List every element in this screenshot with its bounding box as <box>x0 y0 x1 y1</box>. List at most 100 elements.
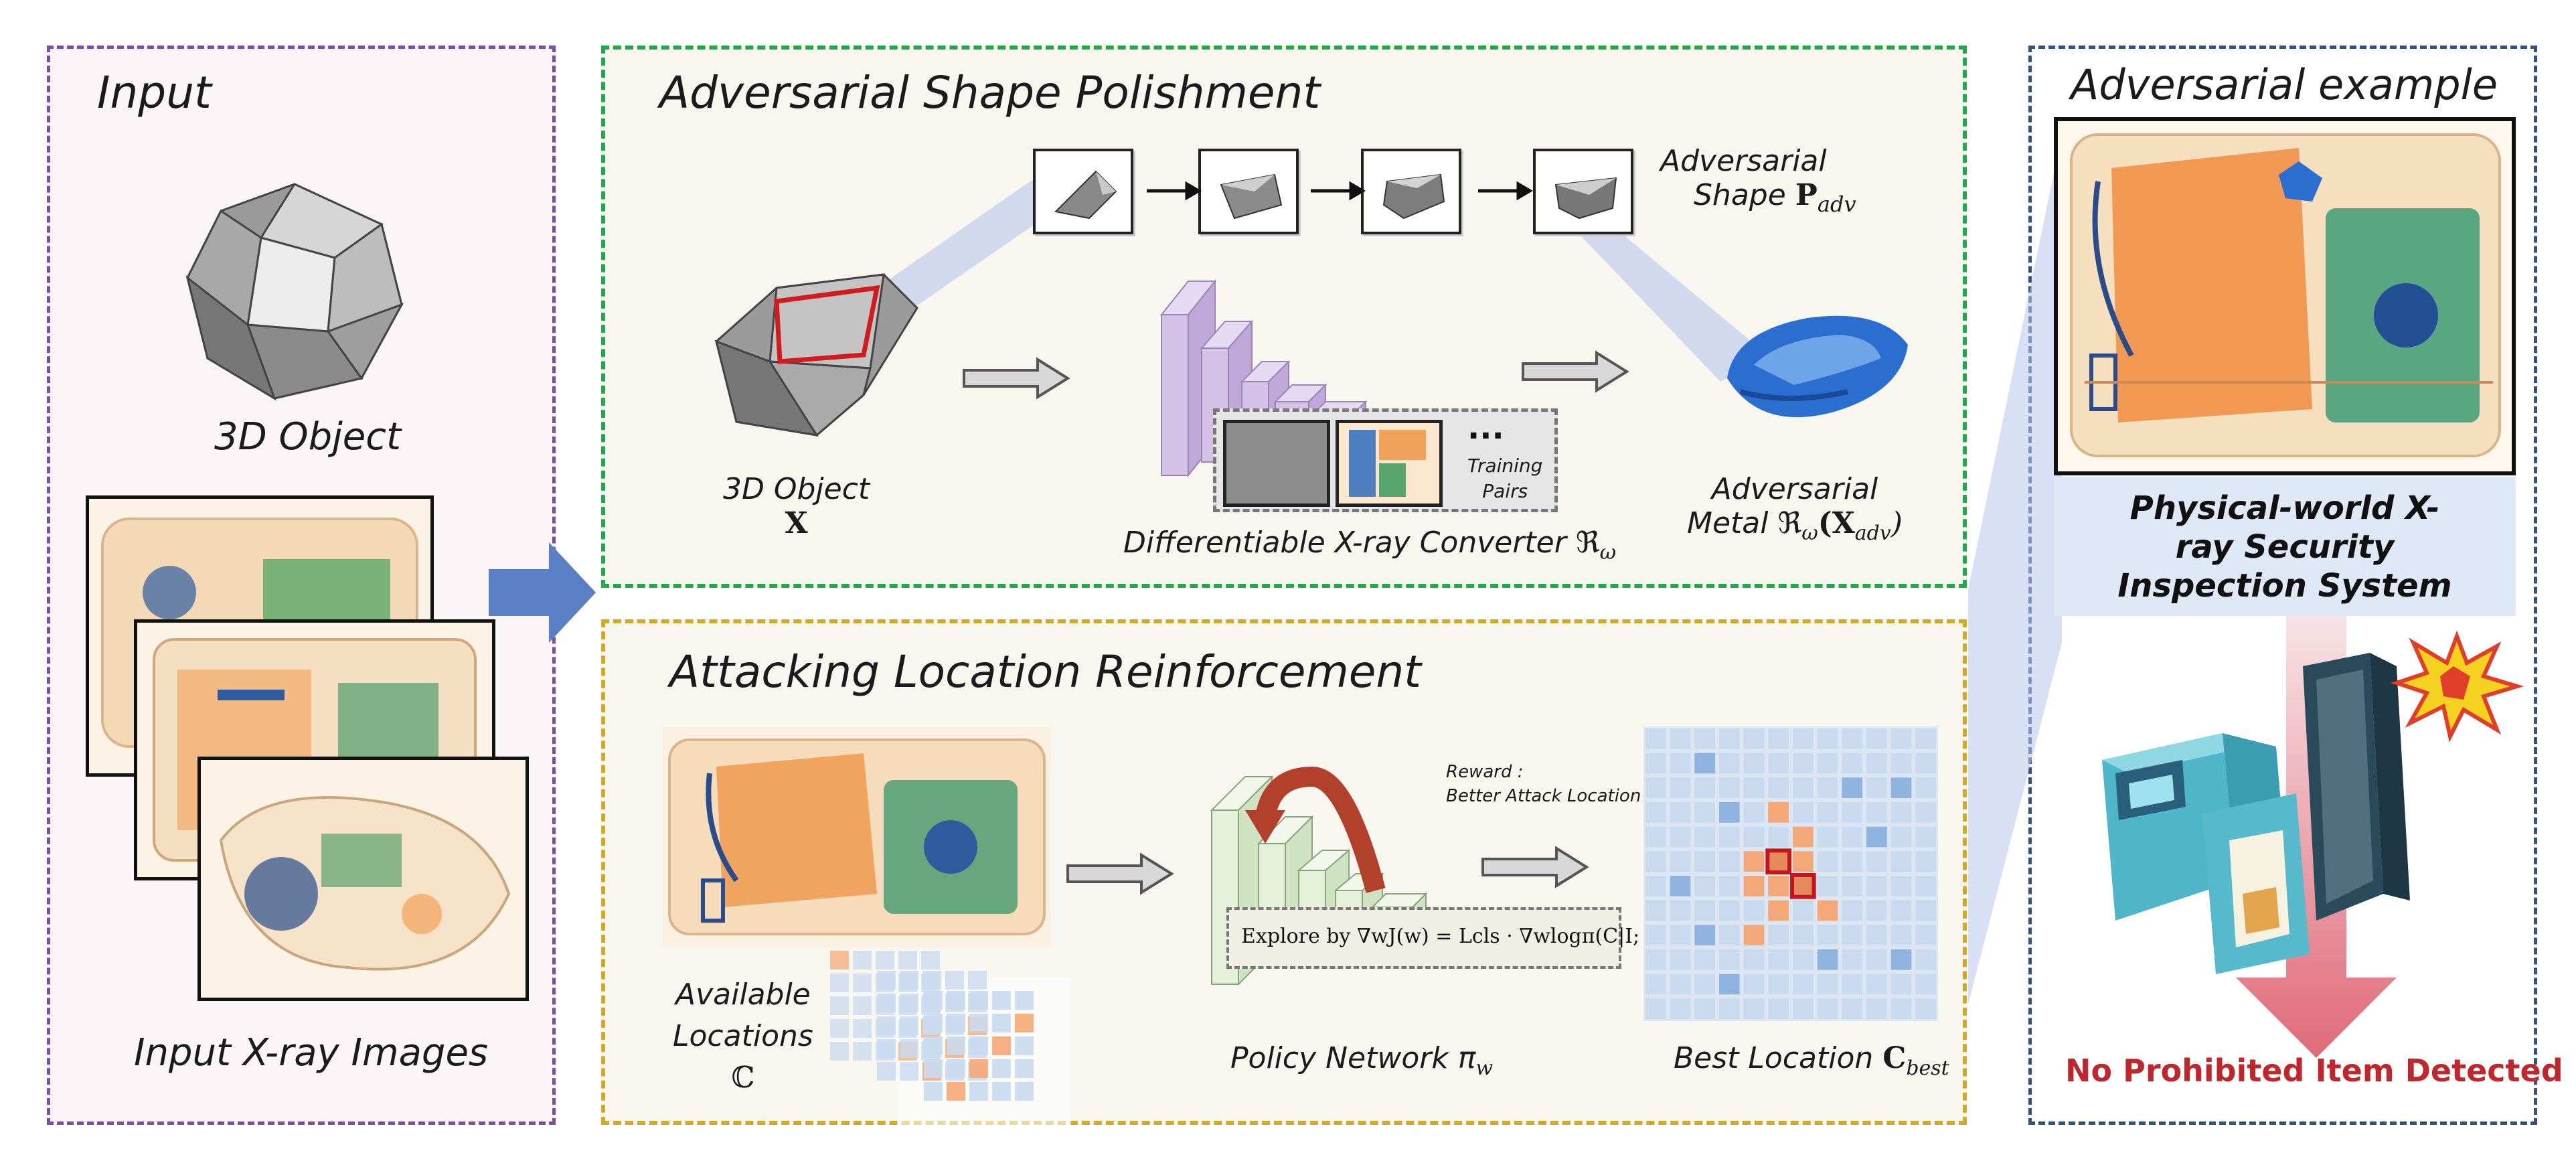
beam-right <box>1566 221 1767 382</box>
grid-cell <box>1768 826 1789 848</box>
grid-cell <box>1743 998 1765 1019</box>
grid-cell <box>1915 753 1936 774</box>
grid-cell <box>877 971 896 990</box>
grid-cell <box>1645 998 1666 1019</box>
grid-cell <box>1694 998 1715 1019</box>
grid-cell <box>924 1082 943 1101</box>
system-label: Physical-world X-ray Security Inspection… <box>2117 489 2452 605</box>
grid-cell <box>1645 826 1666 848</box>
grid-cell <box>1768 753 1789 774</box>
grid-cell <box>1645 753 1666 774</box>
grid-cell <box>853 996 872 1015</box>
grid-cell <box>1915 802 1936 823</box>
grid-cell <box>1915 949 1936 970</box>
grid-cell <box>900 1016 918 1035</box>
grid-cell <box>1915 900 1936 921</box>
system-box: Physical-world X-ray Security Inspection… <box>2054 477 2516 616</box>
grid-cell <box>1645 876 1666 897</box>
grid-cell <box>992 1036 1011 1055</box>
grid-icon <box>830 951 1071 1125</box>
hollow-arrow-3 <box>1066 852 1174 895</box>
available-label: Available Locations ℂ <box>673 978 813 1095</box>
grid-cell <box>1842 777 1862 798</box>
shape-icon <box>1554 177 1617 220</box>
grid-cell <box>1915 851 1936 872</box>
grid-cell <box>1743 728 1765 749</box>
result-label: No Prohibited Item Detected <box>2065 1053 2563 1089</box>
grid-cell <box>1890 876 1912 897</box>
shape-icon <box>1054 170 1117 220</box>
grid-cell <box>1817 728 1838 749</box>
grid-cell <box>1670 998 1691 1019</box>
reward-arrow-icon <box>1255 766 1386 893</box>
grid-cell <box>1866 900 1887 921</box>
grid-cell <box>1743 851 1765 872</box>
grid-cell <box>1719 900 1740 921</box>
grid-cell <box>1694 925 1715 945</box>
grid-cell <box>1890 949 1912 970</box>
grid-cell <box>1670 974 1691 995</box>
grid-cell <box>1890 728 1912 749</box>
grid-cell <box>1768 802 1789 823</box>
grid-cell <box>877 1039 896 1058</box>
grid-cell <box>877 1062 896 1081</box>
grid-cell <box>853 1042 872 1061</box>
grid-cell <box>1743 777 1765 798</box>
grid-cell <box>900 971 918 990</box>
grid-cell <box>1817 777 1838 798</box>
grid-cell <box>1915 777 1936 798</box>
grid-cell <box>1670 949 1691 970</box>
grid-cell <box>1743 753 1765 774</box>
grid-cell <box>992 1082 1011 1101</box>
grid-cell <box>1817 851 1838 872</box>
grid-cell <box>1842 802 1862 823</box>
grid-cell <box>924 1059 943 1078</box>
training-thumb-1 <box>1223 420 1330 507</box>
grid-cell <box>1866 851 1887 872</box>
grid-cell <box>969 1036 988 1055</box>
shape-thumb-3 <box>1361 149 1461 234</box>
grid-cell <box>1743 949 1765 970</box>
grid-cell <box>1670 925 1691 945</box>
grid-cell <box>1670 728 1691 749</box>
grid-cell <box>1817 974 1838 995</box>
grid-cell <box>1817 753 1838 774</box>
grid-cell <box>1670 802 1691 823</box>
xray-bag-icon <box>2070 133 2501 457</box>
grid-cell <box>1719 728 1740 749</box>
grid-cell <box>924 1014 943 1032</box>
grid-cell <box>1719 974 1740 995</box>
grid-cell <box>945 971 964 990</box>
grid-cell <box>1719 777 1740 798</box>
grid-cell <box>947 1014 965 1032</box>
shape-thumb-4 <box>1533 149 1633 234</box>
grid-cell <box>900 994 918 1012</box>
grid-cell <box>853 974 872 992</box>
grid-cell <box>830 974 849 992</box>
grid-cell <box>1768 949 1789 970</box>
location-title: Attacking Location Reinforcement <box>669 646 1422 698</box>
scanner-icon <box>2102 653 2410 974</box>
grid-cell <box>1842 925 1862 945</box>
grid-cell <box>1719 753 1740 774</box>
grid-cell <box>1915 974 1936 995</box>
grid-cell <box>1743 974 1765 995</box>
grid-cell <box>1645 728 1666 749</box>
grid-cell <box>1890 900 1912 921</box>
grid-cell <box>1793 728 1814 749</box>
grid-cell <box>1015 991 1034 1010</box>
xray-bag-icon <box>668 739 1046 935</box>
grid-cell <box>1694 974 1715 995</box>
example-title: Adversarial example <box>2071 60 2498 109</box>
grid-cell <box>1694 949 1715 970</box>
grid-cell <box>1670 876 1691 897</box>
grid-cell <box>1890 826 1912 848</box>
grid-cell <box>1768 974 1789 995</box>
grid-cell <box>922 971 941 990</box>
grid-cell <box>1694 728 1715 749</box>
grid-cell <box>1793 998 1814 1019</box>
grid-cell <box>1645 974 1666 995</box>
grid-cell <box>1817 826 1838 848</box>
grid-cell <box>924 991 943 1010</box>
hollow-arrow-4 <box>1481 846 1589 888</box>
